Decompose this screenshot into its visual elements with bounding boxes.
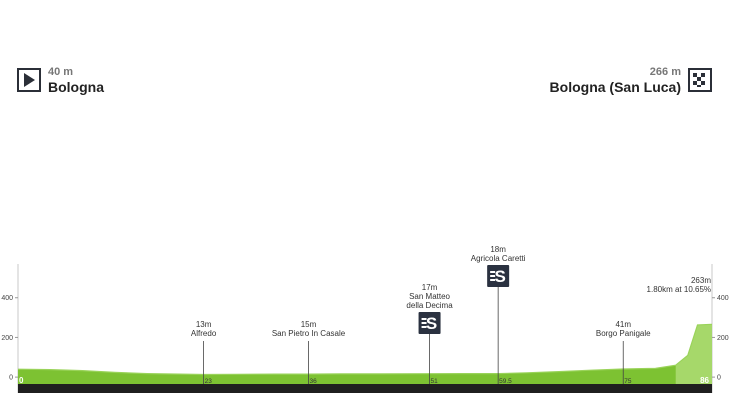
- y-tick-label-left: 400: [1, 295, 13, 302]
- start-elevation: 40 m: [48, 66, 74, 78]
- distance-bar: [18, 384, 712, 393]
- waypoint-name: Borgo Panigale: [596, 329, 651, 338]
- finish-elevation: 266 m: [649, 66, 681, 78]
- x-tick-label: 86: [700, 376, 709, 385]
- sprint-icon: S: [487, 265, 510, 287]
- x-tick-label: 36: [310, 378, 318, 385]
- x-tick-label: 23: [205, 378, 213, 385]
- waypoint-elevation: 15m: [301, 320, 317, 329]
- profile-area: [18, 324, 698, 384]
- climb-detail: 1.80km at 10.65%: [647, 285, 711, 294]
- svg-text:S: S: [426, 314, 437, 333]
- y-tick-label-right: 400: [717, 295, 729, 302]
- x-tick-label: 51: [431, 378, 439, 385]
- x-tick-label: 0: [19, 376, 24, 385]
- start-name: Bologna: [48, 79, 104, 95]
- x-tick-label: 59.5: [499, 378, 512, 385]
- y-tick-label-left: 200: [1, 335, 13, 342]
- waypoint-name: Agricola Caretti: [471, 254, 526, 263]
- checkered-flag-icon: [688, 68, 712, 92]
- waypoint-name: San Pietro In Casale: [272, 329, 346, 338]
- y-tick-label-left: 0: [9, 375, 13, 382]
- waypoint-name: Alfredo: [191, 329, 217, 338]
- waypoint-elevation: 18m: [490, 245, 506, 254]
- finish-name: Bologna (San Luca): [549, 79, 681, 95]
- waypoint-name: San Matteo: [409, 292, 450, 301]
- waypoint-elevation: 17m: [422, 283, 438, 292]
- waypoint-elevation: 41m: [615, 320, 631, 329]
- climb-area: [675, 324, 712, 384]
- climb-elevation: 263m: [691, 276, 711, 285]
- y-tick-label-right: 200: [717, 335, 729, 342]
- waypoint-name: della Decima: [406, 301, 453, 310]
- waypoint-elevation: 13m: [196, 320, 212, 329]
- y-tick-label-right: 0: [717, 375, 721, 382]
- x-tick-label: 75: [624, 378, 632, 385]
- sprint-icon: S: [418, 312, 441, 334]
- play-icon: [17, 68, 41, 92]
- svg-text:S: S: [494, 267, 505, 286]
- profile-line: [17, 323, 713, 376]
